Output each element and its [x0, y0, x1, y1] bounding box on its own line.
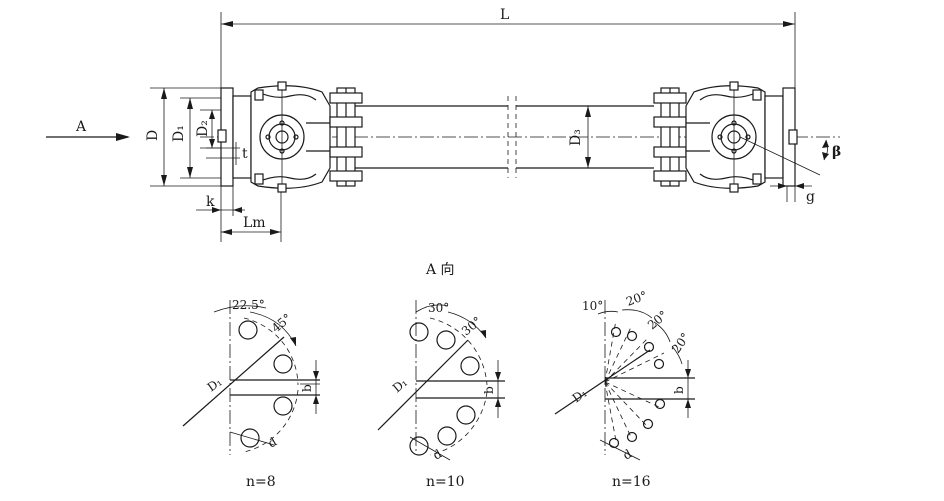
right-yoke [685, 81, 766, 193]
dimension-k-label: k [206, 194, 215, 210]
length-dimension: L [220, 7, 796, 92]
left-yoke [250, 81, 331, 193]
shaft-tube [355, 96, 654, 178]
gap-g-label: g [806, 189, 815, 205]
n16-angle-20-b: 20° [645, 308, 670, 332]
angle-beta-label: β [832, 144, 841, 160]
n8-angle-22-5: 22.5° [232, 298, 265, 312]
n16-count-label: n=16 [612, 474, 651, 490]
bolt-pattern-n8: 22.5° 45° D₁ b d n=8 [182, 298, 320, 490]
keyway-t-label: t [242, 146, 248, 162]
length-label: L [500, 7, 509, 23]
view-a-title: A 向 [425, 262, 455, 278]
angle-beta-dimension: β [739, 136, 841, 176]
right-flange [764, 87, 798, 187]
n16-d1-label: D₁ [570, 386, 590, 406]
left-bolt-flange [329, 87, 363, 187]
n16-angle-20-a: 20° [624, 288, 649, 308]
n10-count-label: n=10 [426, 474, 465, 490]
left-diameter-dimensions: D D₁ D₂ t [145, 87, 248, 187]
bolt-pattern-n10: 30° 30° D₁ b d n=10 [377, 300, 505, 490]
left-flange [217, 87, 252, 187]
n8-b-label: b [300, 384, 314, 392]
n10-angle-1: 30° [428, 301, 449, 315]
bottom-left-dimensions: k Lm [196, 180, 282, 242]
n10-b-label: b [482, 386, 496, 394]
n10-d1-label: D₁ [390, 375, 410, 395]
n8-count-label: n=8 [246, 474, 276, 490]
n16-angle-10: 10° [582, 299, 603, 313]
n16-d-label: d [621, 446, 635, 462]
right-bolt-flange [653, 87, 687, 187]
diameter-d1-label: D₁ [171, 125, 187, 142]
n8-angle-45: 45° [269, 311, 294, 335]
diameter-d3-label: D₃ [568, 129, 584, 146]
n16-angle-20-c: 20° [669, 330, 693, 355]
diameter-d3-dimension: D₃ [568, 106, 591, 168]
diameter-d2-label: D₂ [195, 120, 211, 137]
view-arrow-label: A [75, 119, 87, 135]
dimension-lm-label: Lm [243, 215, 266, 231]
n8-d1-label: D₁ [205, 375, 225, 395]
gap-g-dimension: g [770, 183, 815, 205]
view-arrow-a: A [46, 119, 130, 141]
n8-d-label: d [266, 434, 280, 450]
bolt-pattern-n16: 10° 20° 20° 20° D₁ b d n=16 [554, 288, 695, 490]
n10-d-label: d [431, 446, 445, 462]
n16-b-label: b [672, 386, 686, 394]
diameter-d-label: D [145, 130, 161, 141]
